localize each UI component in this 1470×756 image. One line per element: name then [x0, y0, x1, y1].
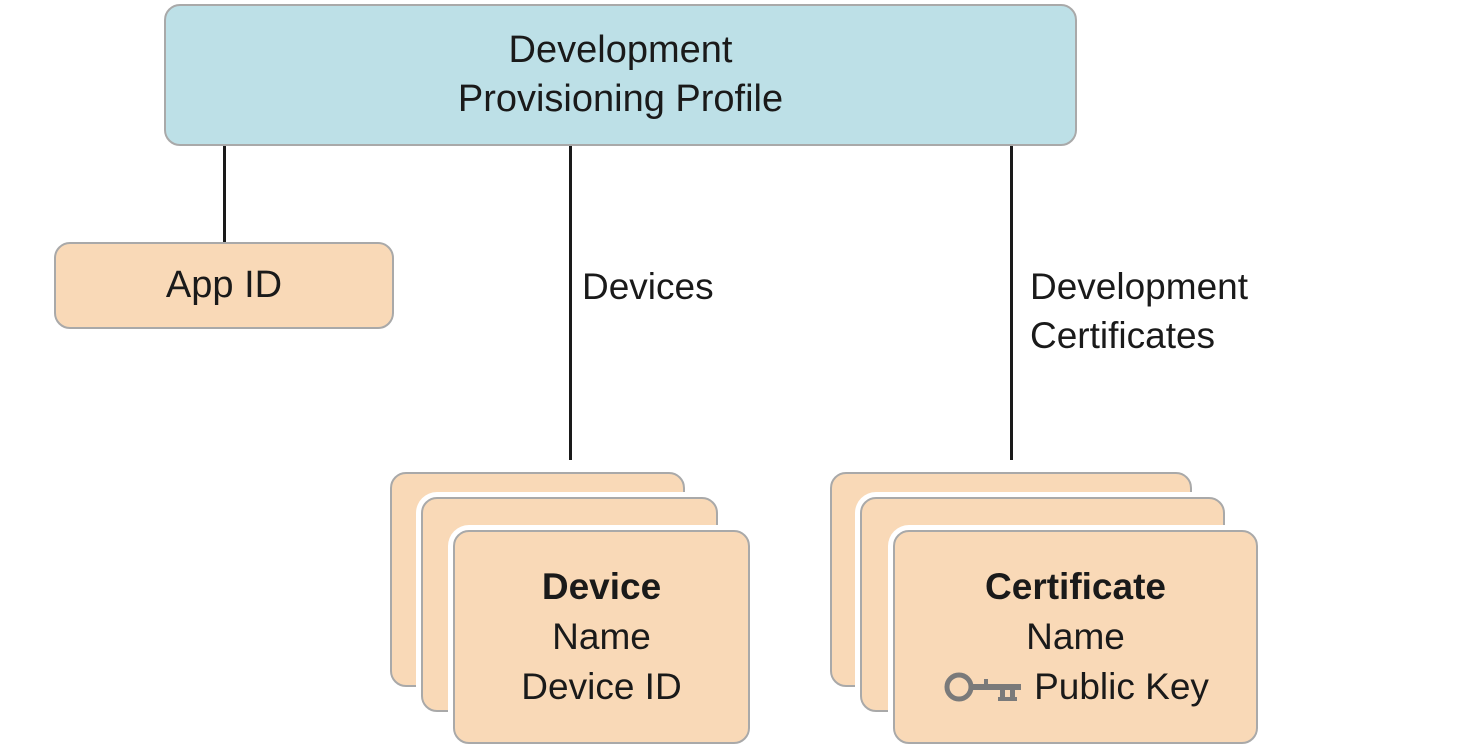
device-card-name: Name: [552, 616, 651, 657]
certificate-card-public-key: Public Key: [1034, 666, 1209, 707]
device-card-title: Device: [541, 566, 662, 607]
profile-title-line1: Development: [508, 29, 733, 71]
key-icon: [944, 672, 1022, 702]
profile-title-line2: Provisioning Profile: [457, 78, 784, 120]
app-id-label: App ID: [165, 264, 283, 306]
certificates-connector-label: Development Certificates: [1030, 262, 1248, 360]
certificate-card: Certificate Name Public Key: [893, 530, 1258, 744]
connector-certificates: [1010, 146, 1013, 460]
connector-app-id: [223, 146, 226, 242]
certificates-label-line1: Development: [1030, 266, 1249, 307]
devices-label-text: Devices: [582, 266, 714, 307]
certificate-card-title: Certificate: [985, 566, 1166, 607]
certificates-label-line2: Certificates: [1030, 315, 1216, 356]
certificate-card-name: Name: [1026, 616, 1125, 657]
app-id-box: App ID: [54, 242, 394, 329]
device-card-device-id: Device ID: [521, 666, 682, 707]
devices-connector-label: Devices: [582, 262, 714, 311]
public-key-row: Public Key: [942, 662, 1209, 712]
provisioning-profile-box: Development Provisioning Profile: [164, 4, 1077, 146]
device-card: Device Name Device ID: [453, 530, 750, 744]
connector-devices: [569, 146, 572, 460]
